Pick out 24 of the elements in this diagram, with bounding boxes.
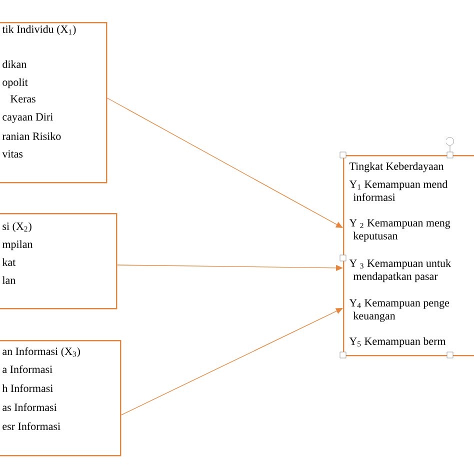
- arrow: [120, 308, 343, 416]
- list-text: a Informasi: [2, 365, 52, 374]
- list-text: Keras: [10, 95, 36, 103]
- arrow: [106, 98, 343, 228]
- list-text: ranian Risiko: [2, 132, 61, 140]
- list-text: dikan: [2, 60, 26, 68]
- list-text: vitas: [2, 150, 23, 158]
- list-text: tik Individu (X$_{1}$): [2, 25, 76, 36]
- list-text: Y$_{5}$ Kemampuan berm: [349, 337, 446, 348]
- list-text: h Informasi: [2, 384, 53, 392]
- list-text: as Informasi: [2, 403, 57, 412]
- list-text: opolit: [2, 78, 28, 88]
- list-text: Y $_{2}$ Kemampuan meng keputusan: [349, 219, 450, 242]
- list-text: Y$_{4}$ Kemampuan penge keuangan: [349, 299, 450, 322]
- list-text: mpilan: [2, 240, 33, 250]
- list-text: Tingkat Keberdayaan: [349, 162, 444, 172]
- list-text: Y$_{1}$ Kemampuan mend informasi: [349, 180, 448, 201]
- list-text: kat: [2, 258, 16, 266]
- list-text: Y $_{3}$ Kemampuan untuk mendapatkan pasar: [349, 259, 452, 282]
- list-text: cayaan Diri: [2, 113, 53, 123]
- list-text: esr Informasi: [2, 422, 60, 430]
- list-text: si (X$_{2}$): [2, 222, 32, 232]
- list-text: lan: [2, 276, 16, 284]
- list-text: an Informasi (X$_{3}$): [2, 347, 80, 358]
